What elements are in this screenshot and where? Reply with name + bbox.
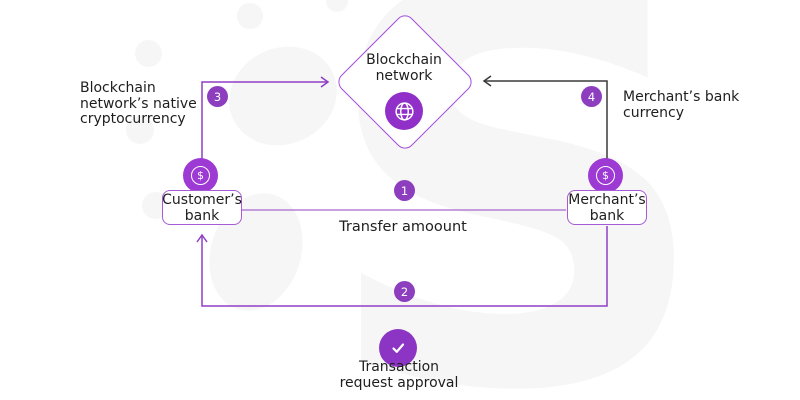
- merchant-bank-node: Merchant’s bank: [567, 190, 647, 225]
- dollar-coin-icon: $: [588, 158, 623, 193]
- globe-icon: [385, 92, 423, 130]
- step-4-badge: 4: [581, 86, 602, 107]
- dollar-symbol: $: [602, 169, 609, 182]
- dollar-coin-icon: $: [183, 158, 218, 193]
- check-icon: [379, 329, 417, 367]
- step-3-label: Blockchain network’s native cryptocurren…: [80, 80, 197, 127]
- arrow-step2: [201, 226, 608, 307]
- step-2-badge: 2: [394, 281, 415, 302]
- arrow-step3: [201, 81, 327, 176]
- decor-dot: [135, 40, 162, 67]
- customer-bank-node: Customer’s bank: [162, 190, 242, 225]
- arrowhead-step2: [196, 233, 208, 243]
- arrowhead-step3: [320, 76, 330, 88]
- arrow-step4: [485, 80, 608, 176]
- step-3-badge: 3: [207, 86, 228, 107]
- decor-dot: [126, 116, 154, 144]
- step-4-label: Merchant’s bank currency: [623, 89, 740, 121]
- step-1-label: Transfer amoount: [339, 219, 467, 235]
- arrowhead-step4: [482, 75, 492, 87]
- decor-dot: [326, 0, 348, 12]
- dollar-symbol: $: [197, 169, 204, 182]
- decor-dot: [237, 3, 263, 29]
- blockchain-network-label: Blockchain network: [366, 52, 442, 84]
- approval-label: Transaction request approval: [339, 359, 459, 391]
- step-1-badge: 1: [394, 180, 415, 201]
